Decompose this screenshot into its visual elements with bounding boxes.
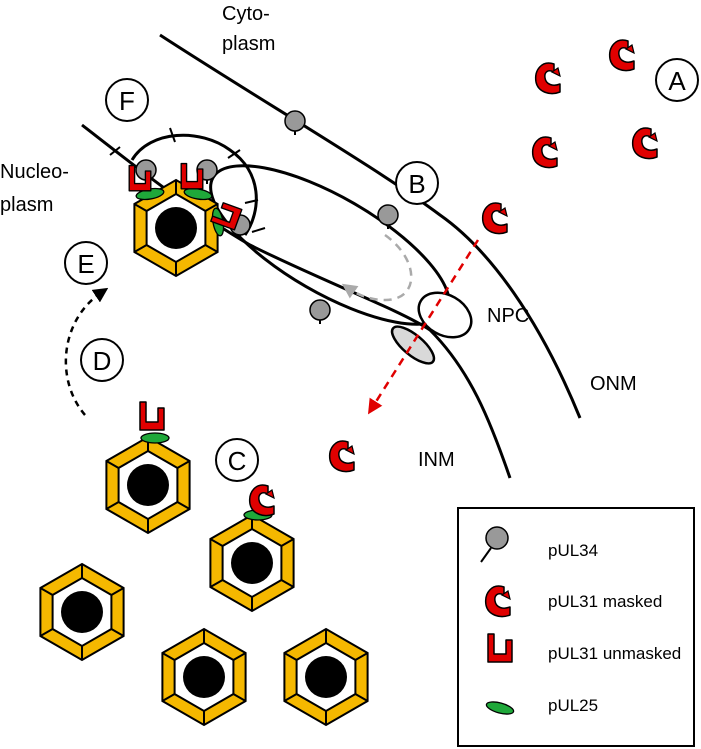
step-a-badge: A [655,58,699,102]
cytoplasm-label-1: Cyto- [222,3,270,25]
svg-text:B: B [408,169,425,199]
svg-text:C: C [228,446,247,476]
capsid [283,628,369,726]
inm-label: INM [418,449,455,471]
step-c-badge: C [215,438,259,482]
capsid [39,563,125,661]
legend-item-label: pUL25 [548,696,598,715]
legend-item-label: pUL31 unmasked [548,644,681,663]
budding-membrane [130,133,258,236]
legend-item-label: pUL34 [548,541,598,560]
npc-label: NPC [487,305,529,327]
pul34-protein [377,204,399,230]
svg-text:E: E [77,249,94,279]
pul31-masked-protein [608,39,635,72]
pul34-protein [284,110,306,136]
pul34-protein [309,299,331,325]
npc-top [417,291,473,339]
pul31-unmasked-protein [139,401,165,431]
outer-nuclear-membrane [159,33,582,419]
capsid [161,628,247,726]
svg-text:A: A [668,66,686,96]
capsid-d [105,436,191,534]
pul31-masked-protein [328,440,355,473]
nucleoplasm-label-2: plasm [0,194,53,216]
cytoplasm-label-2: plasm [222,33,275,55]
pul31-masked-protein [631,127,658,160]
pul31-masked-protein [248,484,275,517]
step-d-arrow [64,287,109,416]
capsid-c [209,514,295,612]
svg-text:F: F [119,86,135,116]
nucleoplasm-label-1: Nucleo- [0,161,69,183]
pul25-protein [140,432,170,444]
svg-text:D: D [93,346,112,376]
step-f-badge: F [105,78,149,122]
legend: pUL34 pUL31 masked pUL31 unmasked pUL25 [457,507,695,747]
legend-pul34-icon [480,526,509,563]
step-d-badge: D [80,338,124,382]
legend-item-label: pUL31 masked [548,592,662,611]
step-b-badge: B [395,161,439,205]
pul31-masked-protein [481,202,508,235]
onm-label: ONM [590,373,637,395]
import-arrow [367,239,480,415]
pul31-masked-protein [531,136,558,169]
step-e-badge: E [64,241,108,285]
budding-arrow [341,233,413,302]
pul31-masked-protein [534,62,561,95]
